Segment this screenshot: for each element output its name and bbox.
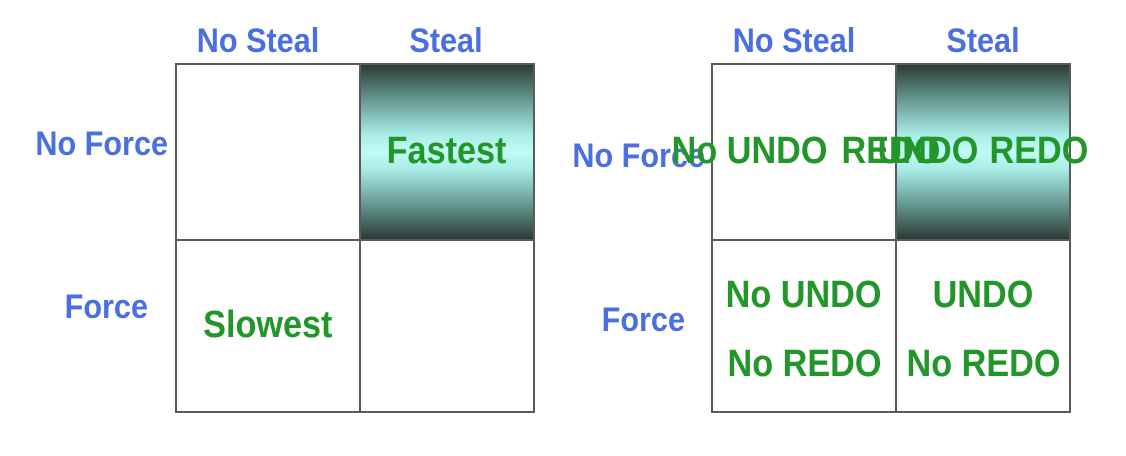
right-cell-noforce-steal-line1: UNDO	[877, 130, 979, 173]
right-cell-force-nosteal-line2: No REDO	[727, 342, 881, 385]
right-cell-force-steal-line1: UNDO	[932, 273, 1034, 316]
right-cell-force-steal-line2: No REDO	[906, 342, 1060, 385]
left-cell-force-steal	[361, 241, 535, 413]
right-cell-noforce-steal-line2: REDO	[989, 130, 1089, 173]
left-row-header-no-force: No Force	[35, 125, 168, 163]
fastest-label: Fastest	[387, 130, 507, 173]
left-cell-noforce-nosteal	[177, 65, 361, 241]
right-row-header-no-force: No Force	[572, 137, 705, 175]
right-col-header-no-steal: No Steal	[732, 22, 856, 60]
right-matrix: No UNDO REDO UNDO REDO No UNDO No REDO U…	[671, 63, 1088, 413]
right-cell-noforce-steal: UNDO REDO	[878, 65, 1088, 241]
left-matrix: Fastest Slowest	[175, 63, 535, 413]
right-cell-force-nosteal: No UNDO No REDO	[713, 241, 897, 413]
right-cell-noforce-nosteal: No UNDO REDO	[671, 65, 940, 241]
left-col-header-steal: Steal	[409, 22, 483, 60]
right-cell-noforce-nosteal-line1: No UNDO	[671, 130, 828, 173]
left-col-header-no-steal: No Steal	[196, 22, 320, 60]
slowest-label: Slowest	[203, 304, 333, 347]
left-row-header-force: Force	[64, 288, 148, 326]
left-cell-force-nosteal: Slowest	[177, 241, 361, 413]
right-col-header-steal: Steal	[946, 22, 1020, 60]
left-cell-noforce-steal: Fastest	[361, 65, 535, 241]
right-cell-force-nosteal-line1: No UNDO	[726, 273, 882, 316]
right-cell-noforce-nosteal-line2: REDO	[841, 130, 940, 173]
right-row-header-force: Force	[601, 301, 685, 339]
right-cell-force-steal: UNDO No REDO	[897, 241, 1071, 413]
